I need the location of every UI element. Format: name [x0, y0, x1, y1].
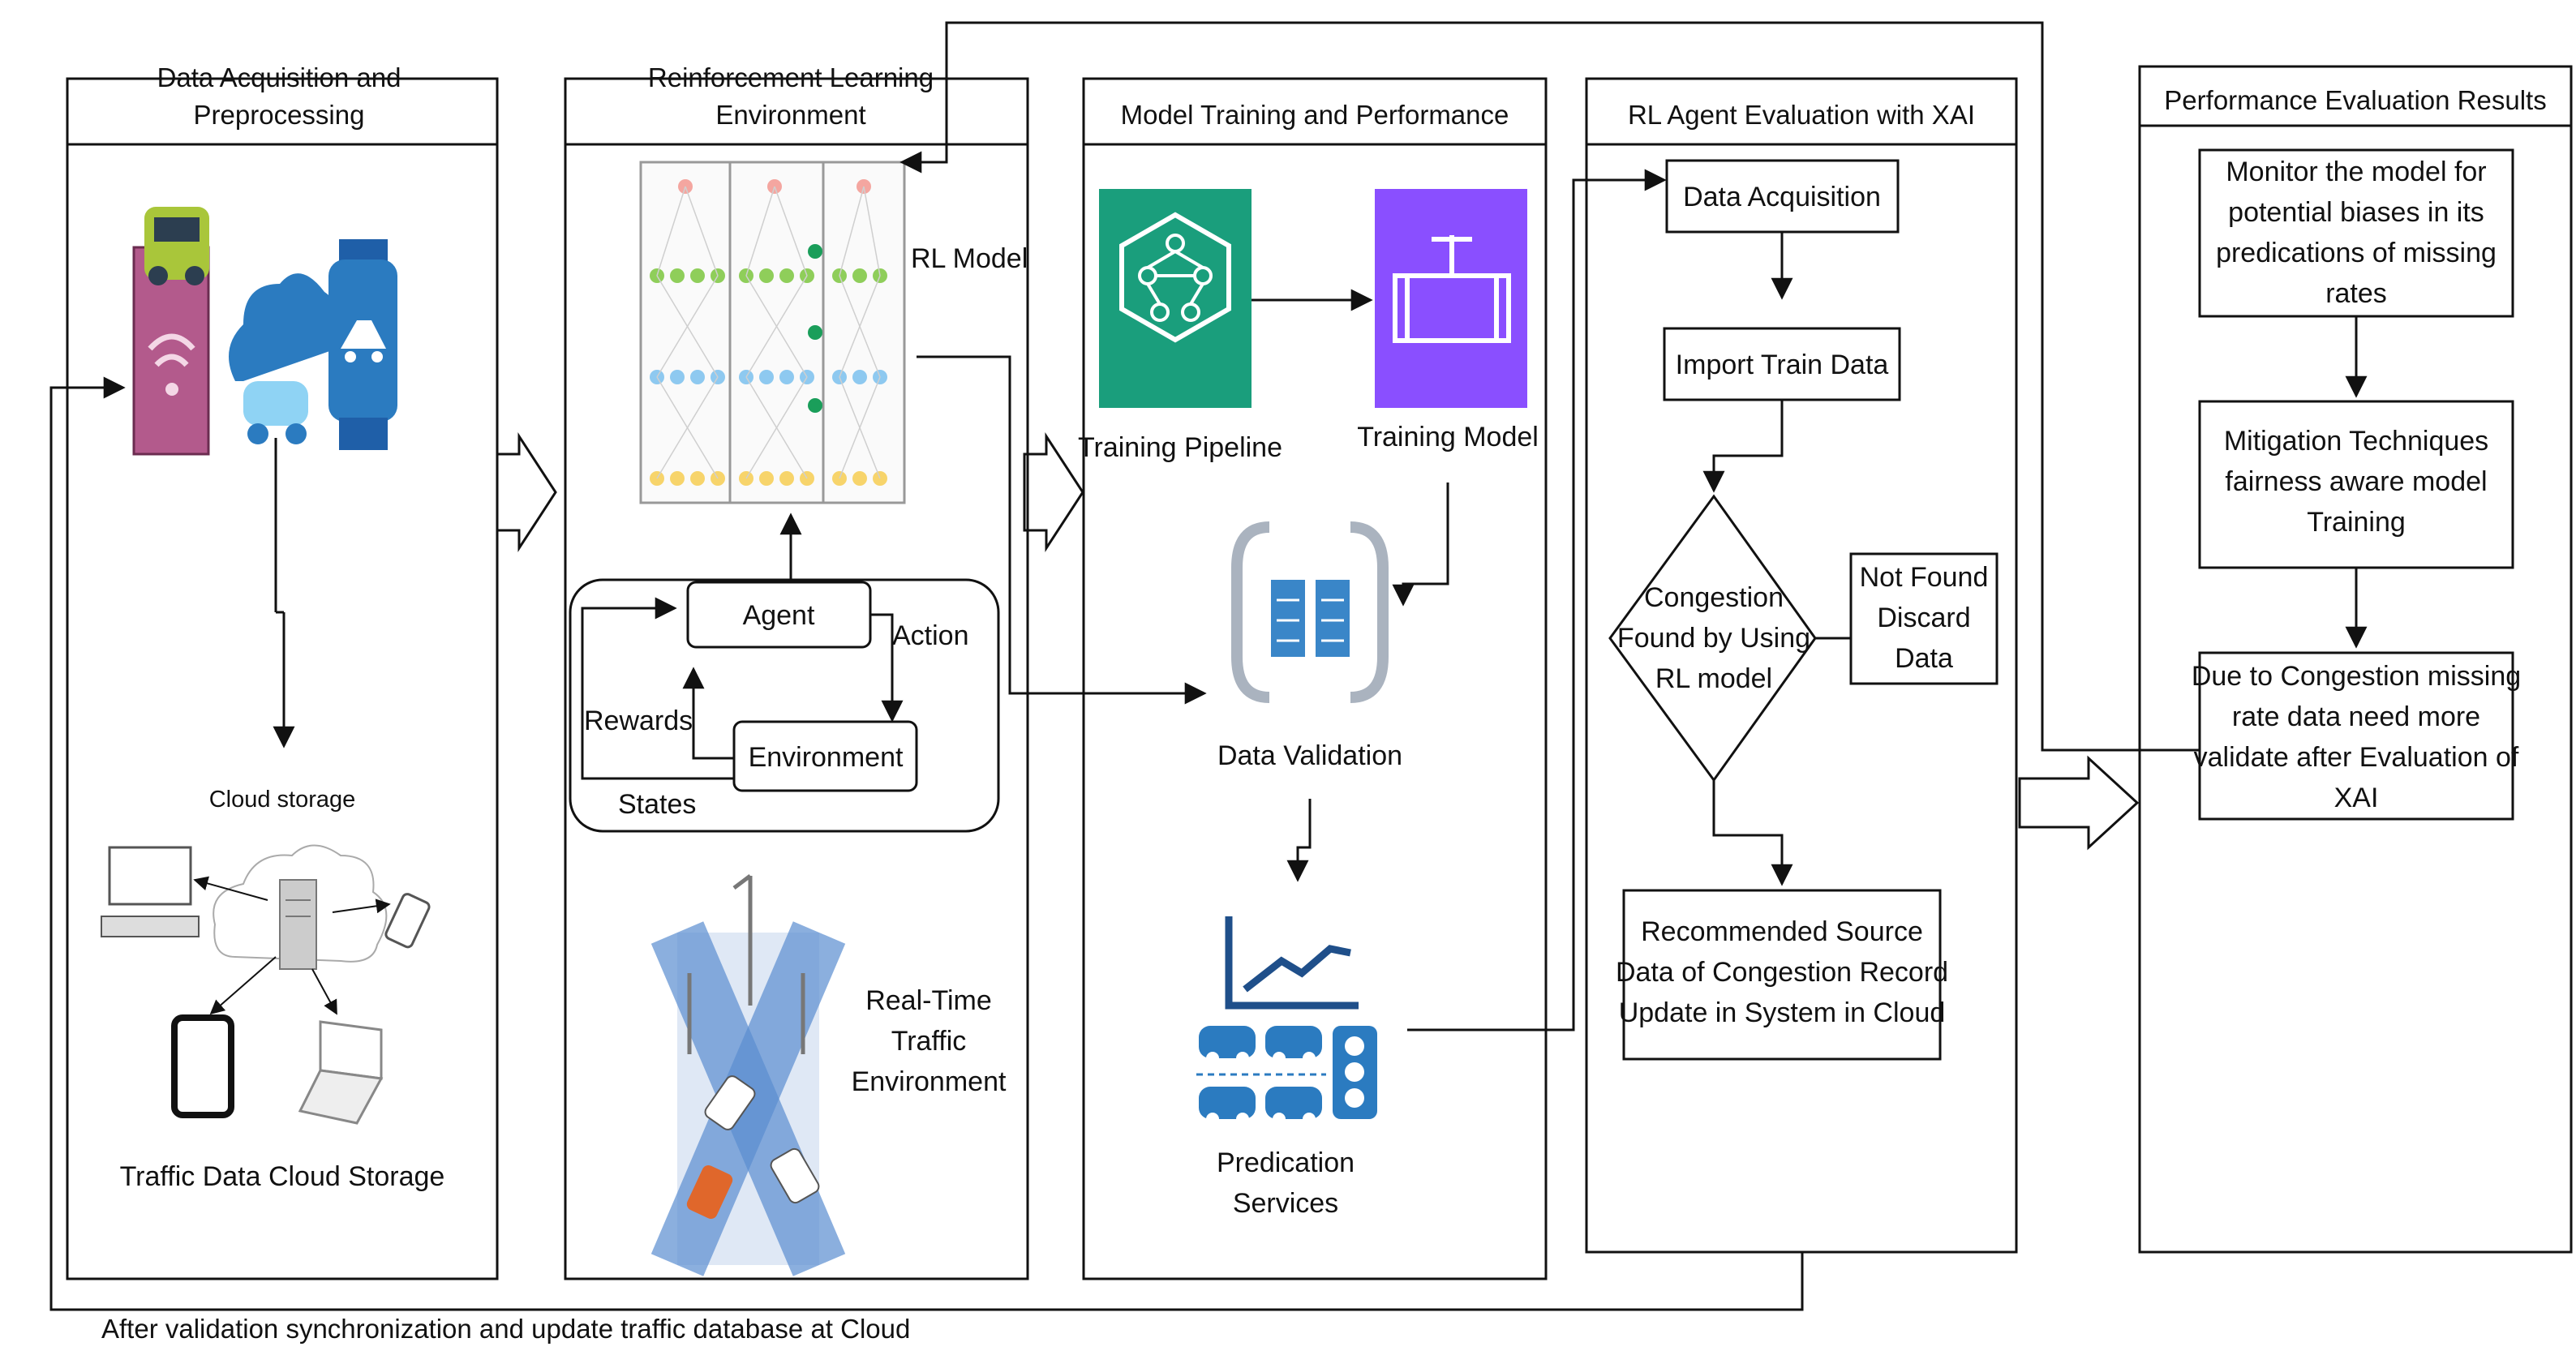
not-found-label: Data	[1895, 643, 1953, 674]
feedback-loop-top	[899, 21, 2200, 752]
panel-title: Preprocessing	[194, 100, 365, 130]
predication-services-label: Services	[1233, 1188, 1338, 1219]
flow-arrow	[1023, 431, 1084, 553]
realtime-label: Traffic	[891, 1026, 967, 1057]
feedback-loop-bottom	[49, 376, 1804, 1311]
realtime-label: Environment	[852, 1066, 1007, 1097]
rewards-label: Rewards	[584, 706, 693, 736]
xai-validation-label: rate data need more	[2232, 701, 2480, 732]
panel-title: Reinforcement Learning	[648, 62, 934, 92]
import-train-label: Import Train Data	[1676, 350, 1889, 380]
panel-title: RL Agent Evaluation with XAI	[1628, 100, 1975, 130]
panel-xai-evaluation: RL Agent Evaluation with XAI Data Acquis…	[1585, 77, 2018, 1254]
data-acquisition-label: Data Acquisition	[1683, 182, 1881, 212]
mitigation-label: fairness aware model	[2225, 466, 2487, 497]
xai-validation-box	[2198, 651, 2514, 821]
not-found-box	[1849, 552, 1999, 685]
import-train-box	[1663, 327, 1901, 401]
cloud-storage-label: Cloud storage	[209, 787, 356, 813]
intersection-icon	[650, 874, 846, 1276]
training-model-label: Training Model	[1357, 422, 1539, 452]
panel-data-acquisition: Data Acquisition and Preprocessing	[66, 62, 499, 1280]
rl-loop-container	[569, 578, 1000, 833]
chip-car-icon	[328, 239, 397, 450]
not-found-label: Not Found	[1860, 562, 1989, 593]
tablet-icon	[171, 1014, 234, 1118]
cloud-car-icon	[229, 273, 341, 444]
panel-performance-results: Performance Evaluation Results Monitor t…	[2138, 65, 2573, 1254]
realtime-label: Real-Time	[865, 985, 992, 1016]
monitor-label: predications of missing	[2216, 238, 2497, 268]
cloud-network	[101, 844, 431, 1125]
monitor-label: Monitor the model for	[2226, 157, 2486, 187]
recommended-label: Recommended Source	[1641, 916, 1923, 947]
states-label: States	[618, 789, 696, 820]
xai-validation-label: XAI	[2334, 783, 2379, 813]
recommended-source-box	[1622, 889, 1942, 1061]
recommended-label: Update in System in Cloud	[1619, 997, 1946, 1028]
data-acquisition-box	[1665, 159, 1900, 234]
phone-icon	[384, 893, 431, 949]
predication-services-label: Predication	[1217, 1147, 1355, 1178]
rl-model-label: RL Model	[911, 243, 1028, 274]
pipeline-icon	[1099, 189, 1252, 408]
decision-label: Congestion	[1644, 582, 1784, 613]
pipe-icon	[1375, 189, 1527, 408]
recommended-label: Data of Congestion Record	[1616, 957, 1948, 988]
environment-label: Environment	[749, 742, 904, 773]
mitigation-label: Mitigation Techniques	[2224, 426, 2488, 457]
panel-title: Environment	[715, 100, 865, 130]
panel-title: Data Acquisition and	[157, 62, 401, 92]
server-icon	[279, 879, 317, 970]
decision-label: RL model	[1655, 663, 1772, 694]
cars-icon	[1196, 1026, 1326, 1126]
xai-validation-label: validate after Evaluation of	[2194, 742, 2519, 773]
traffic-light-icon	[1333, 1026, 1377, 1119]
trend-chart-icon	[1225, 916, 1359, 1010]
training-pipeline-label: Training Pipeline	[1078, 432, 1282, 463]
laptop-icon	[101, 846, 200, 937]
flow-arrow	[496, 431, 557, 553]
feedback-label: After validation synchronization and upd…	[101, 1314, 910, 1344]
database-icon	[1231, 521, 1389, 703]
agent-label: Agent	[743, 600, 815, 631]
mitigation-label: Training	[2307, 507, 2406, 538]
monitor-label: rates	[2325, 278, 2387, 309]
laptop-icon	[298, 1020, 384, 1125]
xai-validation-label: Due to Congestion missing	[2192, 661, 2521, 692]
car-wifi-icon	[132, 207, 210, 456]
traffic-storage-label: Traffic Data Cloud Storage	[120, 1161, 445, 1192]
mitigation-box	[2198, 400, 2514, 569]
environment-box	[732, 720, 918, 792]
neural-network-icon	[639, 161, 906, 504]
data-validation-label: Data Validation	[1217, 740, 1402, 771]
panel-model-training: Model Training and Performance Training …	[1078, 77, 1548, 1280]
panel-title: Performance Evaluation Results	[2164, 85, 2546, 115]
decision-label: Found by Using	[1617, 623, 1810, 654]
action-label: Action	[892, 620, 969, 651]
panel-rl-environment: Reinforcement Learning Environment	[564, 62, 1029, 1280]
monitor-label: potential biases in its	[2228, 197, 2484, 228]
flow-arrow	[2018, 755, 2140, 851]
not-found-label: Discard	[1877, 603, 1970, 633]
panel-title: Model Training and Performance	[1121, 100, 1509, 130]
